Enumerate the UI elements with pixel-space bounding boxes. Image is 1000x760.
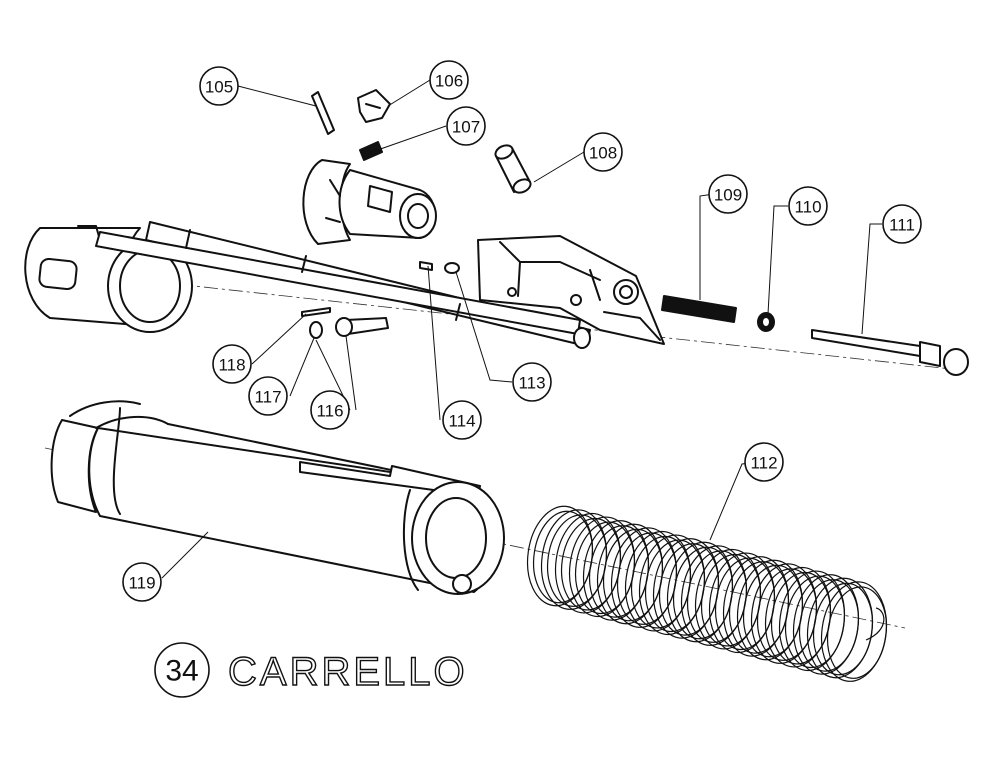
figure-title: 34 CARRELLO (154, 642, 468, 698)
callout-number: 112 (750, 454, 777, 473)
callout-107: 107 (446, 106, 486, 146)
callout-109: 109 (708, 174, 748, 214)
callout-circle (212, 344, 252, 384)
callout-119: 119 (122, 562, 162, 602)
retaining-clip (357, 89, 391, 123)
figure-number: 34 (165, 655, 198, 688)
callout-106: 106 (429, 60, 469, 100)
firing-pin-spring (359, 141, 383, 161)
callout-number: 107 (452, 118, 480, 137)
callout-113: 113 (512, 362, 552, 402)
callout-117: 117 (248, 376, 288, 416)
lock-washer (309, 321, 323, 339)
slide-housing-tube (50, 400, 505, 595)
roll-pin (311, 91, 335, 135)
callout-circle (512, 362, 552, 402)
callout-circle (429, 60, 469, 100)
figure-title-text: CARRELLO (228, 650, 468, 694)
bolt-carrier (24, 221, 665, 349)
callout-111: 111 (882, 204, 922, 244)
callout-number: 111 (889, 216, 915, 235)
callout-number: 109 (714, 186, 742, 205)
callout-number: 117 (254, 388, 281, 407)
callout-circle (442, 400, 482, 440)
callout-118: 118 (212, 344, 252, 384)
cap-screw (335, 317, 389, 337)
callout-112: 112 (744, 442, 784, 482)
callout-108: 108 (583, 132, 623, 172)
callout-circle (199, 66, 239, 106)
bushing (494, 144, 532, 194)
callout-number: 119 (128, 574, 155, 593)
callout-110: 110 (788, 186, 828, 226)
callout-number: 114 (448, 412, 475, 431)
callout-number: 116 (316, 402, 343, 421)
guide-spring (661, 295, 737, 323)
callout-114: 114 (442, 400, 482, 440)
guide-rod (811, 329, 969, 376)
callout-circle (744, 442, 784, 482)
callout-circle (882, 204, 922, 244)
callout-number: 110 (794, 198, 821, 217)
spring-end (865, 607, 885, 641)
callouts: 105 106 107 108 109 110 111 112 113 114 116 117 118 1… (122, 60, 922, 602)
callout-circle (248, 376, 288, 416)
small-pin (301, 307, 331, 317)
callout-number: 113 (518, 374, 545, 393)
callout-circle (708, 174, 748, 214)
callout-105: 105 (199, 66, 239, 106)
figure-number-circle (154, 642, 210, 698)
recoil-spring (526, 505, 888, 682)
callout-circle (583, 132, 623, 172)
callout-circle (788, 186, 828, 226)
callout-circle (122, 562, 162, 602)
callout-number: 105 (205, 78, 233, 97)
callout-circle (446, 106, 486, 146)
callout-number: 118 (218, 356, 245, 375)
washer (757, 312, 775, 332)
callout-116: 116 (310, 390, 350, 430)
spring-coil-inner (826, 586, 888, 679)
callout-number: 108 (589, 144, 617, 163)
callout-circle (310, 390, 350, 430)
bolt-body (302, 159, 437, 245)
callout-number: 106 (435, 72, 463, 91)
